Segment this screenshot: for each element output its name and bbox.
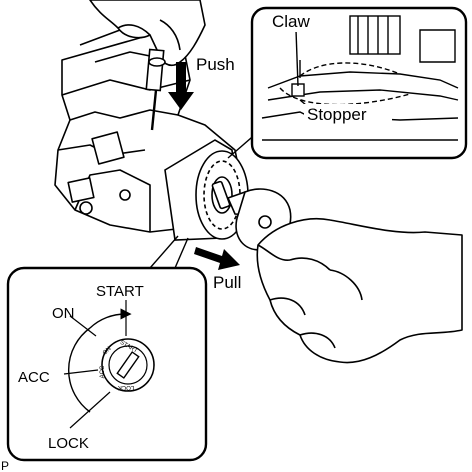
start-label: START xyxy=(96,283,144,300)
claw-stopper-detail-inset: Claw Stopper xyxy=(250,6,468,160)
acc-leader-line xyxy=(63,369,99,375)
cylinder-lock-mark: LOCK xyxy=(118,384,134,390)
key-slot xyxy=(116,351,140,379)
cylinder-on-mark: ON xyxy=(102,346,113,357)
acc-label: ACC xyxy=(18,369,50,386)
stopper-label: Stopper xyxy=(307,105,367,124)
pull-label: Pull xyxy=(213,273,241,292)
hand-pulling-key xyxy=(256,217,463,364)
rotation-arc xyxy=(68,327,91,413)
inset-leader-line-left xyxy=(149,235,179,269)
cylinder-acc-mark: ACC xyxy=(100,365,106,378)
push-label: Push xyxy=(196,55,235,74)
on-label: ON xyxy=(52,305,75,322)
pull-arrow xyxy=(194,247,240,270)
claw-label: Claw xyxy=(272,12,311,31)
claw-leader-line xyxy=(295,29,299,87)
rotation-arc-start xyxy=(89,308,132,329)
screwdriver xyxy=(145,48,166,131)
lock-leader-line xyxy=(69,391,111,429)
key-position-detail-inset: START ON ACC LOCK START ON ACC LOCK xyxy=(6,266,208,462)
corner-mark: P xyxy=(1,459,9,472)
on-leader-line xyxy=(69,315,97,337)
push-arrow xyxy=(168,62,194,110)
inset-leader-line-right xyxy=(174,237,189,269)
lock-label: LOCK xyxy=(48,435,89,452)
